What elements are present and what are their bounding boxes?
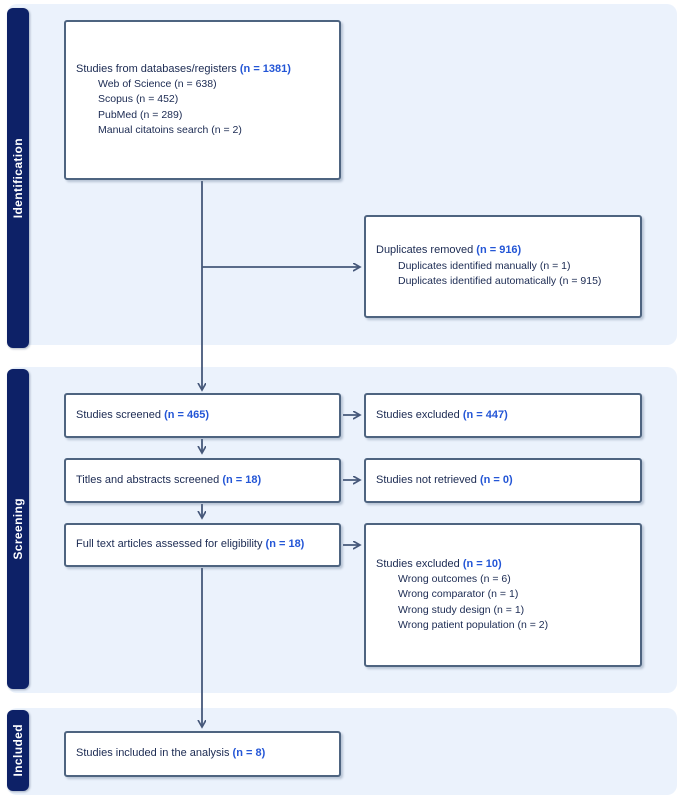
section-label-included: Included <box>11 724 25 777</box>
count-value: (n = 465) <box>164 408 209 421</box>
box-title: Full text articles assessed for eligibil… <box>76 538 305 551</box>
list-item: Scopus (n = 452) <box>98 93 179 106</box>
box-title: Studies screened (n = 465) <box>76 408 209 421</box>
list-item: Wrong comparator (n = 1) <box>398 588 519 601</box>
section-bar-included: Included <box>7 710 29 791</box>
section-label-screening: Screening <box>11 498 25 560</box>
box-title: Studies excluded (n = 447) <box>376 408 508 421</box>
list-item: Web of Science (n = 638) <box>98 78 217 91</box>
box-titles-abstracts-screened: Titles and abstracts screened (n = 18) <box>64 458 341 503</box>
count-value: (n = 916) <box>476 244 522 257</box>
count-value: (n = 8) <box>232 747 266 760</box>
box-title: Studies excluded (n = 10) <box>376 557 502 570</box>
count-value: (n = 1381) <box>239 62 291 75</box>
section-label-identification: Identification <box>11 137 25 219</box>
box-full-text-assessed: Full text articles assessed for eligibil… <box>64 523 341 567</box>
list-item: Wrong patient population (n = 2) <box>398 619 549 632</box>
list-item: Manual citatoins search (n = 2) <box>98 124 242 137</box>
box-studies-included: Studies included in the analysis (n = 8) <box>64 731 341 777</box>
box-title: Titles and abstracts screened (n = 18) <box>76 473 262 486</box>
list-item: Duplicates identified manually (n = 1) <box>398 259 571 272</box>
count-value: (n = 0) <box>479 473 513 486</box>
box-studies-excluded-fulltext: Studies excluded (n = 10) Wrong outcomes… <box>364 523 642 667</box>
section-bar-screening: Screening <box>7 369 29 689</box>
count-value: (n = 10) <box>462 557 502 570</box>
box-title: Studies not retrieved (n = 0) <box>376 473 513 486</box>
count-value: (n = 18) <box>222 473 262 486</box>
box-title: Duplicates removed (n = 916) <box>376 244 522 257</box>
list-item: PubMed (n = 289) <box>98 108 183 121</box>
count-value: (n = 18) <box>265 538 305 551</box>
box-title: Studies from databases/registers (n = 13… <box>76 62 291 75</box>
box-studies-not-retrieved: Studies not retrieved (n = 0) <box>364 458 642 503</box>
section-bar-identification: Identification <box>7 8 29 348</box>
count-value: (n = 447) <box>462 408 508 421</box>
list-item: Duplicates identified automatically (n =… <box>398 275 602 288</box>
box-duplicates-removed: Duplicates removed (n = 916) Duplicates … <box>364 215 642 318</box>
box-studies-screened: Studies screened (n = 465) <box>64 393 341 438</box>
list-item: Wrong study design (n = 1) <box>398 603 525 616</box>
box-studies-from-databases: Studies from databases/registers (n = 13… <box>64 20 341 180</box>
list-item: Wrong outcomes (n = 6) <box>398 573 511 586</box>
box-title: Studies included in the analysis (n = 8) <box>76 747 266 760</box>
box-studies-excluded-screening: Studies excluded (n = 447) <box>364 393 642 438</box>
